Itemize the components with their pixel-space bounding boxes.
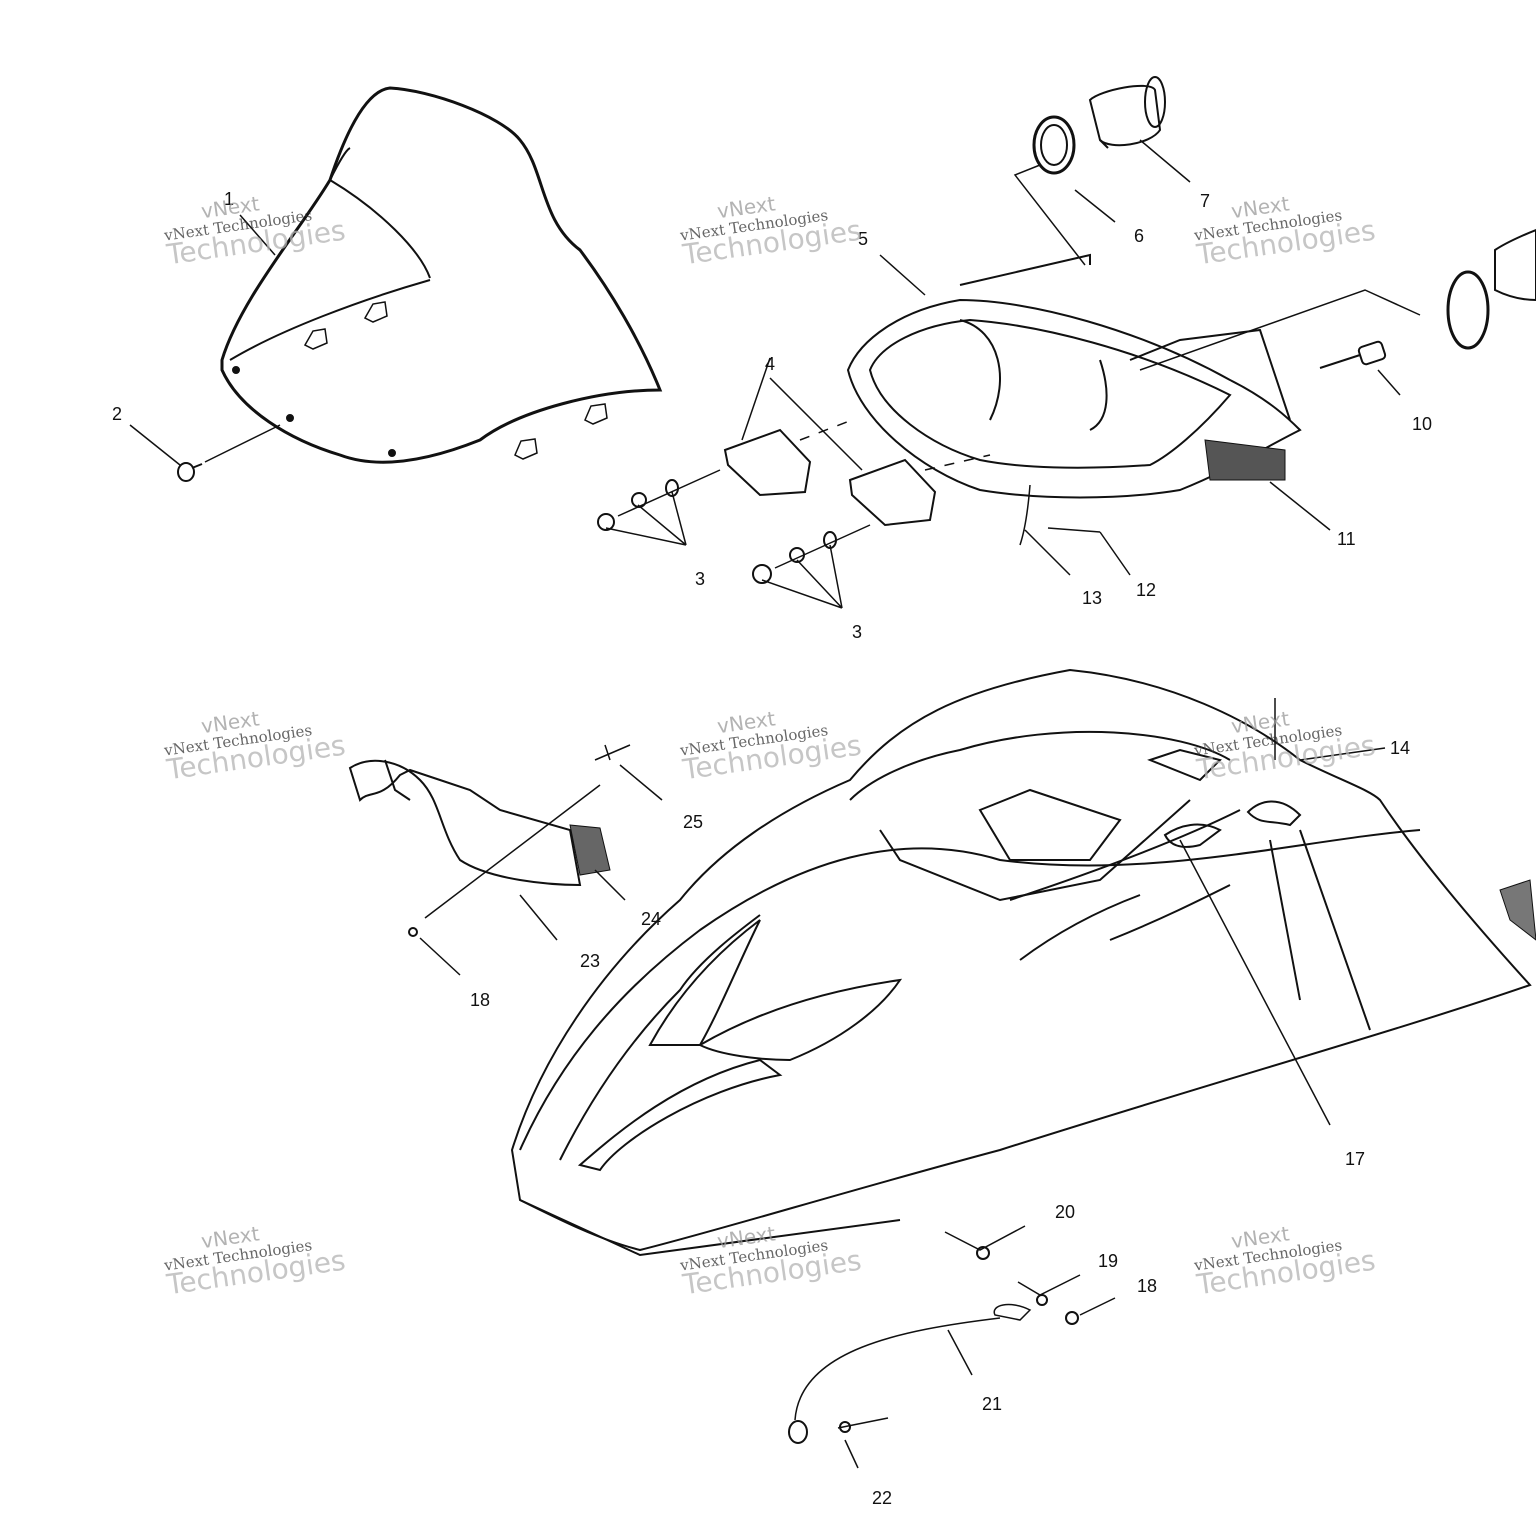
callout-23: 23 [580, 951, 601, 971]
callout-18b: 18 [1137, 1276, 1158, 1296]
leader-13 [1019, 484, 1071, 576]
callout-19: 19 [1098, 1251, 1119, 1271]
callout-6: 6 [1134, 226, 1145, 246]
callout-1: 1 [224, 189, 235, 209]
callout-24: 24 [641, 909, 662, 929]
leader-12 [1047, 527, 1131, 576]
nut-washer-set-upper [597, 469, 721, 546]
side-panel [348, 744, 663, 976]
callout-5: 5 [858, 229, 869, 249]
callout-4: 4 [765, 354, 776, 374]
callout-2: 2 [112, 404, 123, 424]
screw-2 [177, 424, 281, 482]
windshield [220, 86, 663, 464]
callout-21: 21 [982, 1394, 1003, 1414]
callout-3a: 3 [695, 569, 706, 589]
callout-7: 7 [1200, 191, 1211, 211]
callout-17: 17 [1345, 1149, 1366, 1169]
callout-18a: 18 [470, 990, 491, 1010]
brackets [723, 357, 991, 527]
callout-20: 20 [1055, 1202, 1076, 1222]
callout-12: 12 [1136, 580, 1157, 600]
callout-22: 22 [872, 1488, 893, 1508]
callout-14: 14 [1390, 738, 1411, 758]
headlight-housing [846, 253, 1302, 499]
callout-11: 11 [1337, 529, 1356, 549]
callout-10: 10 [1412, 414, 1433, 434]
hood [510, 668, 1536, 1257]
nut-washer-set-lower [752, 524, 871, 609]
callout-13: 13 [1082, 588, 1103, 608]
callout-25: 25 [683, 812, 704, 832]
bulb-socket [1319, 340, 1401, 396]
tether-assembly [788, 1225, 1116, 1469]
gauge-parts [1013, 76, 1536, 371]
leader-11 [1269, 481, 1331, 531]
callout-3b: 3 [852, 622, 863, 642]
